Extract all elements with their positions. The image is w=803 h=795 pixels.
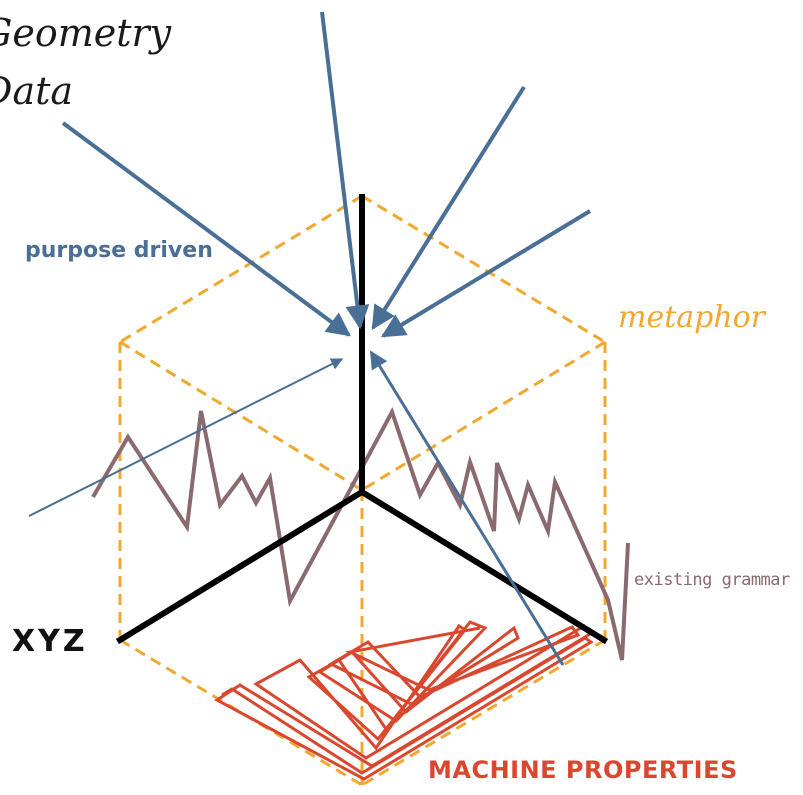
arrow-from-upper-right: [371, 85, 526, 331]
cube-edge-bottom-right: [361, 638, 606, 787]
cube-dashed-outline: [118, 194, 607, 787]
title-text: Geometry Data: [0, 4, 171, 120]
title-line-geometry: Geometry: [0, 11, 172, 55]
cube-edge-mid-right: [361, 340, 606, 492]
cube-edge-top-right: [361, 194, 606, 344]
arrow-from-upper-left: [61, 121, 351, 337]
existing-grammar-label: existing grammar: [634, 570, 790, 590]
xyz-label: XYZ: [12, 624, 88, 659]
metaphor-label: metaphor: [618, 300, 766, 335]
title-line-data: Data: [0, 69, 74, 113]
machine-properties-hatch: [214, 620, 594, 781]
xyz-axes: [115, 194, 609, 645]
arrow-from-left: [28, 358, 344, 517]
cube-edge-mid-left: [119, 340, 363, 492]
purpose-arrows: [28, 11, 592, 666]
arrow-from-lower-right: [369, 350, 565, 666]
arrow-from-top: [320, 11, 370, 330]
axis-y: [357, 487, 609, 645]
cube-edge-top-left: [119, 194, 363, 344]
machine-properties-label: MACHINE PROPERTIES: [428, 756, 738, 784]
purpose-driven-label: purpose driven: [25, 238, 213, 263]
arrow-from-right: [380, 209, 592, 338]
axis-x: [115, 487, 367, 645]
cube-edge-bottom-left: [119, 638, 363, 787]
